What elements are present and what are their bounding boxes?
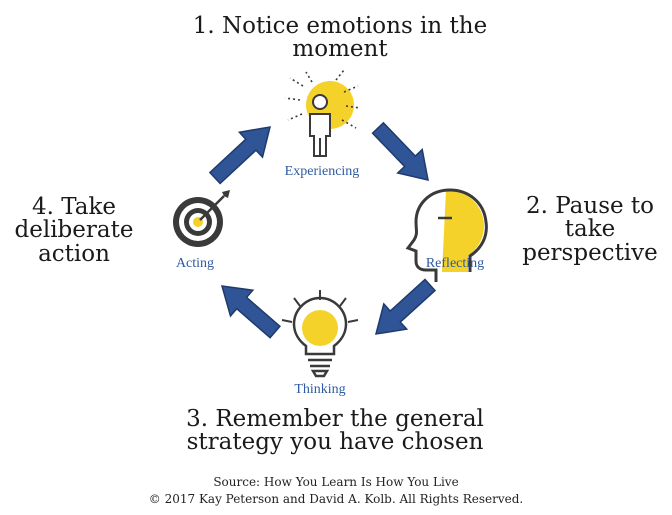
label-thinking: Thinking [294,382,346,397]
step-1-line-1: 1. Notice emotions in the [192,13,488,39]
source-line: Source: How You Learn Is How You Live [213,475,459,489]
copyright-line: © 2017 Kay Peterson and David A. Kolb. A… [148,492,524,506]
person-burst-icon [284,69,361,157]
arrow-reflecting-to-thinking [374,278,437,335]
step-1-line-2: moment [292,36,388,63]
step-4-line-1: 4. Take [31,194,117,220]
arrow-acting-to-experiencing [208,126,272,185]
step-3-line-2: strategy you have chosen [186,429,484,456]
label-experiencing: Experiencing [284,164,360,179]
label-reflecting: Reflecting [425,256,485,271]
step-2-pause: 2. Pause to take perspective [515,193,665,266]
step-4-line-2: deliberate [14,217,134,244]
step-4-line-3: action [38,240,110,267]
arrow-thinking-to-acting [220,285,281,339]
cycle-arrows [208,121,437,339]
step-1-notice: 1. Notice emotions in the moment [160,13,520,63]
step-4-take: 4. Take deliberate action [4,194,144,267]
lightbulb-icon [281,290,359,378]
step-2-line-3: perspective [522,239,658,266]
arrow-experiencing-to-reflecting [371,121,429,181]
target-dart-icon [173,190,230,247]
step-3-line-1: 3. Remember the general [186,406,484,432]
step-2-line-2: take [564,216,616,243]
label-acting: Acting [175,256,215,271]
step-2-line-1: 2. Pause to [525,193,655,219]
head-profile-icon [405,188,488,282]
step-3-remember: 3. Remember the general strategy you hav… [120,406,550,456]
